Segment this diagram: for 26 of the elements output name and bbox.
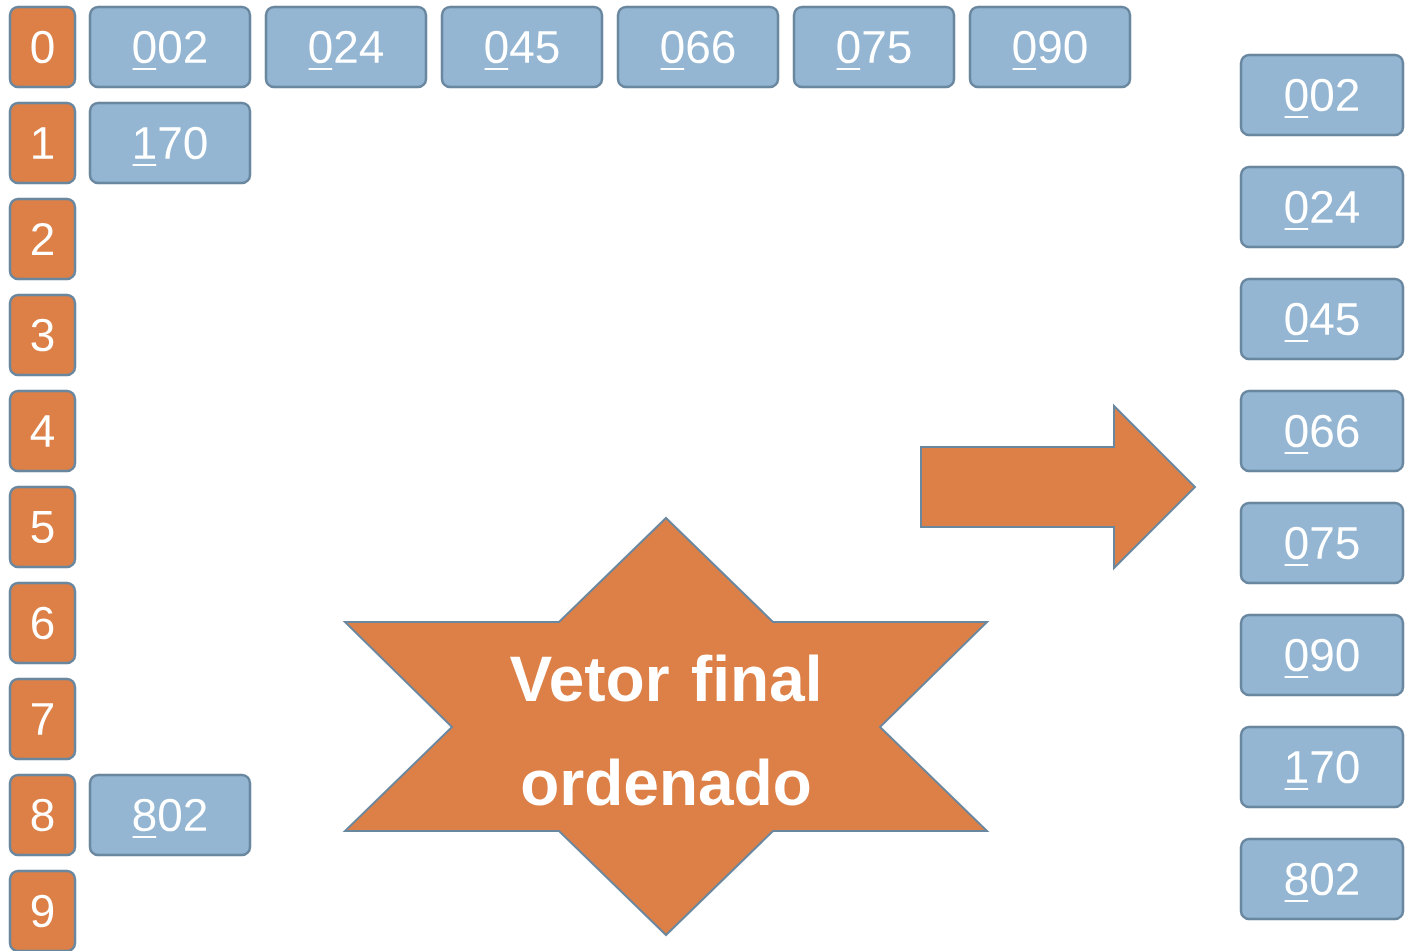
sorted-box: 090	[1239, 613, 1405, 697]
index-box: 9	[8, 869, 77, 951]
index-box: 0	[8, 5, 77, 89]
bucket-box: 170	[88, 101, 252, 185]
sorted-box: 066	[1239, 389, 1405, 473]
sorted-box: 045	[1239, 277, 1405, 361]
index-box: 2	[8, 197, 77, 281]
sorted-box: 024	[1239, 165, 1405, 249]
index-box: 6	[8, 581, 77, 665]
index-box: 7	[8, 677, 77, 761]
sorted-box: 002	[1239, 53, 1405, 137]
index-box: 5	[8, 485, 77, 569]
index-box: 8	[8, 773, 77, 857]
bucket-box: 024	[264, 5, 428, 89]
index-box: 1	[8, 101, 77, 185]
bucket-box: 066	[616, 5, 780, 89]
sorted-box: 075	[1239, 501, 1405, 585]
bucket-box: 045	[440, 5, 604, 89]
bucket-box: 802	[88, 773, 252, 857]
bucket-box: 002	[88, 5, 252, 89]
bucket-box: 090	[968, 5, 1132, 89]
sorted-box: 170	[1239, 725, 1405, 809]
index-box: 3	[8, 293, 77, 377]
index-box: 4	[8, 389, 77, 473]
bucket-box: 075	[792, 5, 956, 89]
sorted-box: 802	[1239, 837, 1405, 921]
